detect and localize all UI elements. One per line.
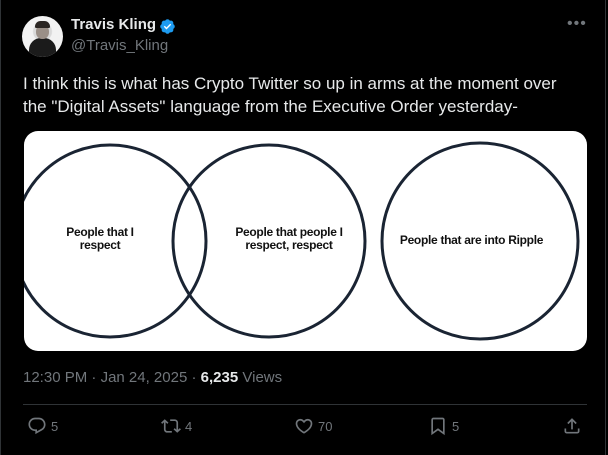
- author-display-name[interactable]: Travis Kling: [71, 16, 157, 33]
- tweet-date[interactable]: Jan 24, 2025: [100, 369, 188, 386]
- views-label: Views: [242, 369, 283, 386]
- like-button[interactable]: 70: [294, 416, 332, 436]
- venn-circle-middle: [171, 143, 367, 339]
- reply-icon: [28, 417, 46, 435]
- meta-separator-2: ·: [187, 369, 201, 386]
- avatar[interactable]: [22, 16, 63, 57]
- verified-badge-icon[interactable]: [159, 18, 176, 35]
- like-icon: [295, 418, 313, 434]
- venn-circle-right: [380, 141, 580, 341]
- bookmark-count: 5: [452, 418, 460, 434]
- retweet-icon: [161, 419, 181, 433]
- venn-right-label: People that are into Ripple: [399, 233, 544, 247]
- venn-circle-left: [24, 143, 208, 339]
- venn-left-label: People that I respect: [66, 225, 134, 252]
- avatar-suit: [29, 38, 56, 57]
- author-handle[interactable]: @Travis_Kling: [71, 37, 169, 54]
- tweet-image[interactable]: People that I respect People that people…: [24, 131, 587, 351]
- tweet-text: I think this is what has Crypto Twitter …: [23, 74, 557, 116]
- tweet-time[interactable]: 12:30 PM: [23, 369, 88, 386]
- avatar-hair: [35, 21, 50, 28]
- like-count: 70: [318, 418, 333, 434]
- retweet-count: 4: [185, 418, 193, 434]
- divider: [23, 404, 587, 405]
- share-icon: [564, 418, 580, 434]
- bookmark-icon: [431, 417, 445, 436]
- bookmark-button[interactable]: 5: [428, 416, 459, 436]
- reply-count: 5: [51, 418, 59, 434]
- reply-button[interactable]: 5: [27, 416, 58, 436]
- views-count: 6,235: [200, 369, 239, 386]
- meta-separator: ·: [87, 369, 101, 386]
- more-icon[interactable]: •••: [567, 15, 587, 32]
- retweet-button[interactable]: 4: [161, 416, 192, 436]
- action-bar: 5 4 70 5: [1, 405, 607, 450]
- tweet-meta: 12:30 PM · Jan 24, 2025 · 6,235 Views: [23, 369, 282, 386]
- venn-middle-label: People that people I respect, respect: [235, 225, 343, 252]
- venn-diagram: [24, 141, 580, 341]
- share-button[interactable]: [562, 416, 586, 436]
